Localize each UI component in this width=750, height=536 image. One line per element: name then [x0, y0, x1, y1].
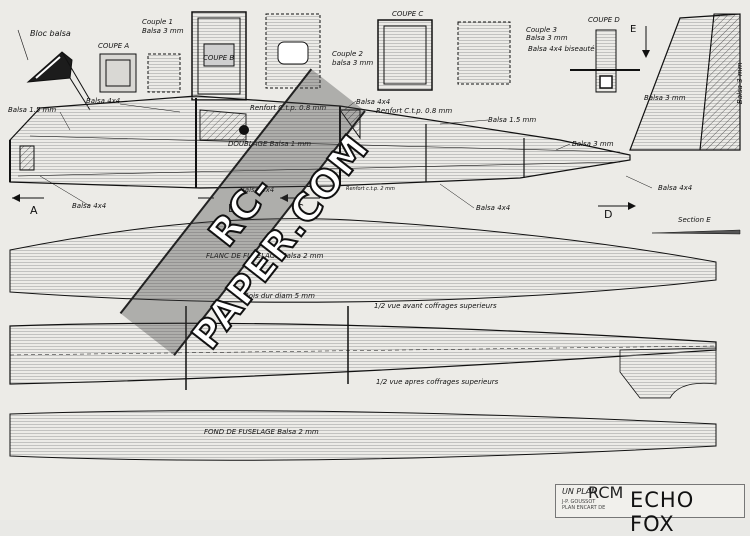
couple-d-section	[570, 29, 640, 93]
label-letter-a: A	[30, 204, 38, 217]
label-balsa-3-right: Balsa 3 mm	[572, 140, 614, 148]
label-balsa-4x4-bottom2: Balsa 4x4	[72, 202, 106, 210]
couple-a-section	[99, 53, 137, 93]
label-doublage: DOUBLAGE Balsa 1 mm	[228, 140, 311, 148]
fuselage-plan-drawing: Bloc balsa COUPE A Couple 1 Balsa 3 mm C…	[8, 10, 744, 461]
bottom-panel	[9, 410, 717, 461]
couple-1-piece	[147, 53, 181, 93]
section-arrows	[12, 194, 636, 210]
label-letter-e: E	[630, 24, 636, 35]
couple-2-piece	[265, 13, 321, 89]
label-half-rear: 1/2 vue apres coffrages superieurs	[376, 378, 499, 386]
couple-3-piece	[457, 21, 511, 85]
label-couple-1-mat: Balsa 3 mm	[142, 27, 184, 35]
label-couple-3: Couple 3	[526, 26, 557, 34]
title-plan-encart: PLAN ENCART DE	[562, 505, 606, 511]
label-letter-b: B	[228, 202, 236, 215]
label-section-e: Section E	[678, 216, 711, 224]
label-balsa-4x4-bottom1: Balsa 4x4	[240, 186, 274, 194]
label-balsa-15-left: Balsa 1.5 mm	[8, 106, 56, 114]
top-view	[9, 306, 717, 399]
label-balsa-3-rudder: Balsa 3 mm	[736, 62, 744, 104]
leader-lines	[39, 100, 653, 209]
label-couple-1: Couple 1	[142, 18, 173, 26]
label-half-front: 1/2 vue avant coffrages superieurs	[374, 302, 497, 310]
label-couple-a: COUPE A	[98, 42, 129, 50]
label-flanc: FLANC DE FUSELAGE Balsa 2 mm	[206, 252, 324, 260]
side-panel	[9, 218, 717, 303]
title-rcm: RCM	[588, 483, 624, 502]
title-author: J-P. GOUSSOT	[562, 499, 596, 505]
title-model-name: ECHO FOX	[630, 488, 695, 536]
label-letter-c: C	[296, 202, 304, 215]
label-balsa-15-right: Balsa 1.5 mm	[488, 116, 536, 124]
vertical-fin	[629, 13, 741, 151]
section-e-arrow	[642, 26, 650, 58]
label-letter-d: D	[604, 208, 612, 221]
label-couple-2: Couple 2	[332, 50, 364, 58]
couple-c-section	[377, 19, 433, 91]
label-couple-b: COUPE B	[203, 54, 234, 62]
label-couple-2-mat: balsa 3 mm	[332, 59, 373, 67]
fuselage-side-view	[9, 95, 631, 189]
label-balsa-biseaute: Balsa 4x4 biseauté	[528, 45, 595, 53]
label-balsa-4x4-lower: Balsa 4x4	[476, 204, 510, 212]
title-un-plan: UN PLAN	[562, 487, 598, 496]
label-bois-dur: Bois dur diam 5 mm	[244, 292, 315, 300]
label-couple-c: COUPE C	[392, 10, 423, 18]
label-balsa-4x4-tail: Balsa 4x4	[658, 184, 692, 192]
plan-sheet: Bloc balsa COUPE A Couple 1 Balsa 3 mm C…	[8, 10, 745, 536]
title-block: UN PLAN RCM ECHO FOX J-P. GOUSSOT PLAN E…	[555, 483, 745, 536]
label-renfort-small: Renfort c.t.p. 2 mm	[346, 186, 395, 192]
label-couple-d: COUPE D	[588, 16, 620, 24]
label-balsa-4x4-left: Balsa 4x4	[86, 97, 120, 105]
label-renfort-1: Renfort C.t.p. 0.8 mm	[250, 104, 326, 112]
label-renfort-2: Renfort C.t.p. 0.8 mm	[376, 107, 452, 115]
section-e-profile	[651, 229, 741, 235]
label-balsa-4x4-mid: Balsa 4x4	[356, 98, 390, 106]
watermark-text: RC-PAPER.COM	[182, 125, 378, 358]
label-bloc-balsa: Bloc balsa	[30, 29, 71, 38]
label-balsa-3-fin: Balsa 3 mm	[644, 94, 686, 102]
label-couple-3-mat: Balsa 3 mm	[526, 34, 568, 42]
nose-block	[26, 51, 91, 111]
label-fond: FOND DE FUSELAGE Balsa 2 mm	[204, 428, 319, 436]
